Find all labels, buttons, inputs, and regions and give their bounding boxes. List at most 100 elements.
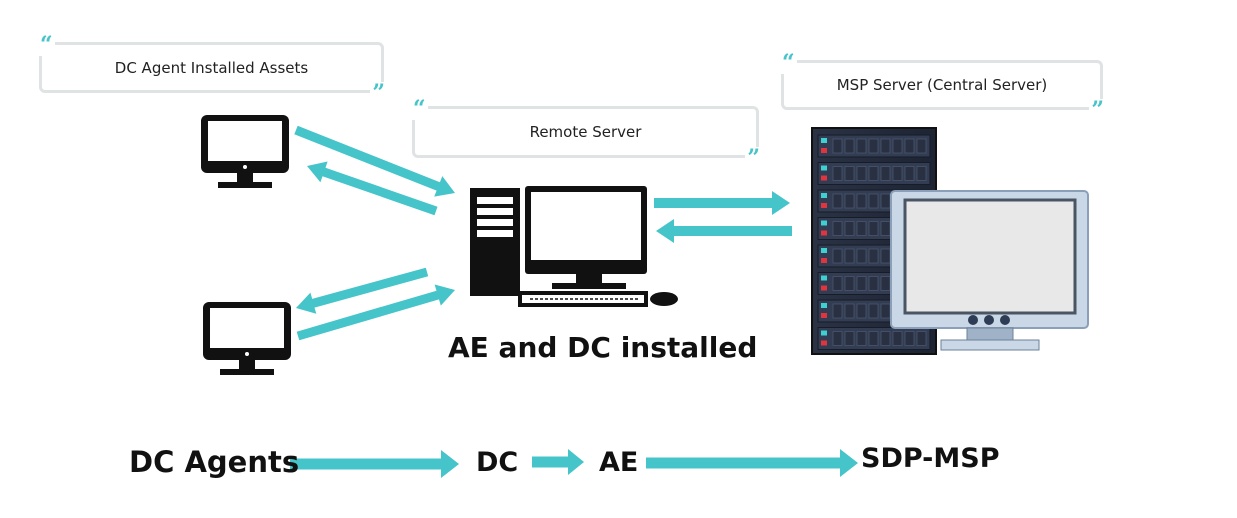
rack-bay (844, 221, 855, 236)
rack-bay (856, 166, 867, 181)
rack-bay (904, 138, 915, 154)
rack-bay (844, 331, 855, 346)
close-quote-icon: ” (370, 80, 387, 106)
rack-bay (868, 166, 879, 181)
rack-bay (916, 331, 927, 346)
rack-led (821, 230, 827, 236)
rack-bay (844, 248, 855, 264)
flow-arrows (290, 449, 858, 478)
rack-bay (868, 276, 879, 291)
rack-bay (904, 331, 915, 346)
rack-bay (832, 331, 843, 346)
monitor-icon (201, 115, 289, 188)
rack-bay (892, 166, 903, 181)
rack-bay (904, 166, 915, 181)
rack-led (821, 340, 827, 346)
rack-bay (832, 193, 843, 209)
rack-led (821, 138, 827, 143)
rack-bay (880, 221, 891, 236)
flow-step-dc-agents: DC Agents (129, 445, 300, 479)
arrow-asset2-to-remote (296, 284, 455, 341)
rack-bay (868, 303, 879, 319)
callout-msp-server: “ MSP Server (Central Server) ” (780, 52, 1106, 121)
desktop-monitor-icon (525, 186, 647, 289)
rack-led (821, 175, 827, 181)
mouse-icon (650, 292, 678, 306)
rack-bay (832, 248, 843, 264)
rack-bay (880, 138, 891, 154)
flow-step-ae: AE (599, 447, 639, 478)
rack-bay (856, 276, 867, 291)
rack-bay (880, 166, 891, 181)
arrow-flow-ae-to-msp (646, 449, 858, 477)
rack-bay (880, 303, 891, 319)
arrow-remote-to-msp (654, 191, 790, 215)
rack-bay (832, 303, 843, 319)
rack-bay (856, 248, 867, 264)
rack-led (821, 303, 827, 308)
center-node-label: AE and DC installed (448, 331, 758, 364)
close-quote-icon: ” (1089, 97, 1106, 123)
rack-bay (868, 193, 879, 209)
arrow-msp-to-remote (656, 219, 792, 243)
monitor-icon (203, 302, 291, 375)
flow-step-dc: DC (476, 447, 519, 478)
open-quote-icon: “ (38, 32, 55, 58)
desktop-tower-icon (470, 188, 520, 296)
rack-led (821, 220, 827, 226)
rack-bay (868, 331, 879, 346)
rack-bay (844, 193, 855, 209)
rack-bay (844, 138, 855, 154)
rack-bay (856, 331, 867, 346)
rack-bay (844, 276, 855, 291)
flow-step-sdp-msp: SDP-MSP (861, 443, 1000, 474)
rack-bay (832, 166, 843, 181)
server-monitor-icon (890, 190, 1089, 351)
rack-bay (832, 138, 843, 154)
callout-msp-label: MSP Server (Central Server) (836, 76, 1048, 94)
rack-bay (880, 193, 891, 209)
rack-bay (916, 166, 927, 181)
rack-bay (856, 193, 867, 209)
rack-led (821, 285, 827, 291)
rack-bay (856, 138, 867, 154)
rack-led (821, 193, 827, 198)
rack-bay (880, 276, 891, 291)
rack-led (821, 258, 827, 263)
rack-led (821, 148, 827, 153)
rack-bay (844, 303, 855, 319)
keyboard-icon (518, 291, 648, 307)
callout-remote-server: “ Remote Server ” (411, 98, 762, 169)
rack-bay (856, 221, 867, 236)
open-quote-icon: “ (780, 50, 797, 76)
arrow-remote-to-asset2 (296, 267, 429, 314)
rack-bay (916, 138, 927, 154)
rack-bay (844, 166, 855, 181)
arrow-flow-dc-to-ae (532, 449, 584, 475)
rack-led (821, 330, 827, 336)
rack-bay (892, 331, 903, 346)
open-quote-icon: “ (411, 96, 428, 122)
rack-bay (856, 303, 867, 319)
rack-bay (880, 248, 891, 264)
rack-bay (832, 276, 843, 291)
rack-led (821, 248, 827, 253)
callout-assets: “ DC Agent Installed Assets ” (38, 34, 387, 104)
rack-led (821, 275, 827, 281)
arrow-flow-agents-to-dc (290, 450, 459, 478)
rack-bay (868, 138, 879, 154)
callout-remote-label: Remote Server (529, 123, 642, 141)
rack-led (821, 165, 827, 171)
rack-led (821, 313, 827, 318)
rack-led (821, 203, 827, 208)
rack-bay (868, 248, 879, 264)
connection-arrows (294, 125, 792, 341)
rack-bay (892, 138, 903, 154)
rack-bay (868, 221, 879, 236)
close-quote-icon: ” (745, 145, 762, 171)
arrow-remote-to-asset1 (307, 161, 438, 216)
rack-bay (832, 221, 843, 236)
arrow-asset1-to-remote (294, 125, 455, 197)
callout-assets-label: DC Agent Installed Assets (114, 58, 309, 77)
